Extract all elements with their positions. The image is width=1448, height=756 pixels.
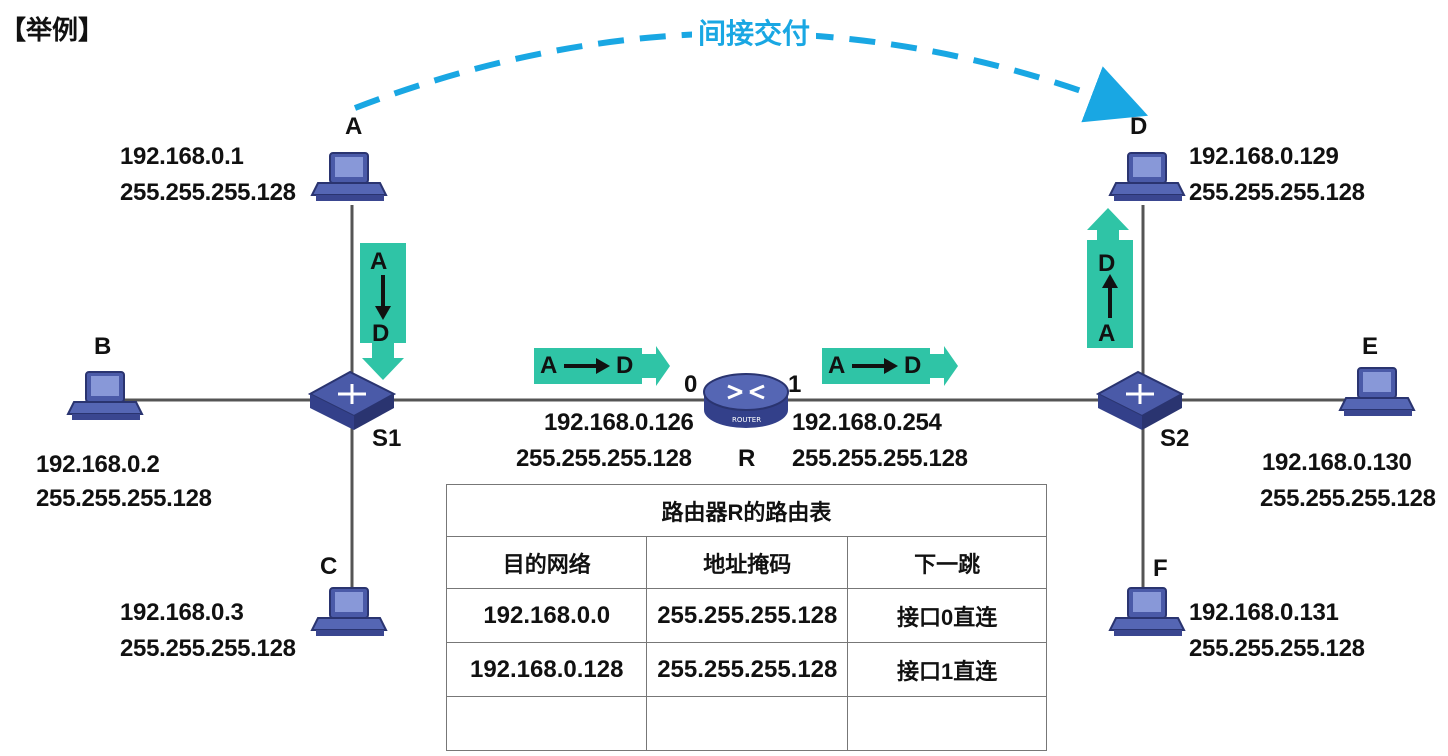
host-b-ip: 192.168.0.2 bbox=[36, 451, 160, 478]
switch-s1-name: S1 bbox=[372, 425, 402, 452]
host-b-name: B bbox=[94, 333, 112, 360]
table-cell-nexthop: 接口1直连 bbox=[847, 642, 1047, 697]
host-d-mask: 255.255.255.128 bbox=[1189, 179, 1365, 206]
packet-src-label-r1: A bbox=[828, 352, 846, 379]
routing-table-title: 路由器R的路由表 bbox=[446, 484, 1047, 537]
table-cell-nexthop: 接口0直连 bbox=[847, 588, 1047, 643]
routing-table-header-dest: 目的网络 bbox=[445, 536, 648, 589]
host-c-computer-icon bbox=[311, 587, 387, 637]
table-cell-dest: 192.168.0.0 bbox=[445, 588, 648, 643]
routing-table: 路由器R的路由表 目的网络 地址掩码 下一跳 192.168.0.0 255.2… bbox=[445, 484, 1047, 751]
host-f-computer-icon bbox=[1109, 587, 1185, 637]
table-cell-dest bbox=[445, 696, 648, 751]
packet-dst-label-s1: D bbox=[372, 320, 390, 347]
packet-arrow-s1-router bbox=[534, 346, 670, 386]
host-b-mask: 255.255.255.128 bbox=[36, 485, 212, 512]
router-iface0-mask: 255.255.255.128 bbox=[516, 445, 692, 472]
router-iface1-ip: 192.168.0.254 bbox=[792, 409, 942, 436]
host-e-mask: 255.255.255.128 bbox=[1260, 485, 1436, 512]
packet-src-label-s1: A bbox=[370, 248, 388, 275]
host-c-name: C bbox=[320, 553, 338, 580]
host-a-ip: 192.168.0.1 bbox=[120, 143, 244, 170]
table-cell-mask: 255.255.255.128 bbox=[646, 588, 849, 643]
router-name: R bbox=[738, 445, 756, 472]
host-b-computer-icon bbox=[67, 371, 143, 421]
links bbox=[118, 205, 1345, 595]
table-cell-dest: 192.168.0.128 bbox=[445, 642, 648, 697]
switch-s1-icon: SWITCH bbox=[307, 370, 397, 431]
host-d-ip: 192.168.0.129 bbox=[1189, 143, 1339, 170]
packet-arrow-a-s1 bbox=[360, 243, 406, 380]
table-row bbox=[445, 696, 1047, 751]
switch-s2-icon: SWITCH bbox=[1095, 370, 1185, 431]
host-a-mask: 255.255.255.128 bbox=[120, 179, 296, 206]
switch-s2-name: S2 bbox=[1160, 425, 1190, 452]
table-row: 192.168.0.128 255.255.255.128 接口1直连 bbox=[445, 642, 1047, 697]
host-e-computer-icon bbox=[1339, 367, 1415, 417]
packet-arrow-router-s2 bbox=[822, 346, 958, 386]
router-icon-text: ROUTER bbox=[732, 416, 761, 424]
host-a-computer-icon bbox=[311, 152, 387, 202]
packet-src-label-s2: A bbox=[1098, 320, 1116, 347]
packet-dst-label-r0: D bbox=[616, 352, 634, 379]
host-d-computer-icon bbox=[1109, 152, 1185, 202]
host-c-ip: 192.168.0.3 bbox=[120, 599, 244, 626]
packet-src-label-r0: A bbox=[540, 352, 558, 379]
router-iface1-label: 1 bbox=[788, 371, 802, 398]
table-cell-mask bbox=[646, 696, 849, 751]
host-f-ip: 192.168.0.131 bbox=[1189, 599, 1339, 626]
router-icon: ROUTER bbox=[703, 373, 789, 428]
host-a-name: A bbox=[345, 113, 363, 140]
router-iface1-mask: 255.255.255.128 bbox=[792, 445, 968, 472]
routing-table-header-mask: 地址掩码 bbox=[646, 536, 849, 589]
table-cell-mask: 255.255.255.128 bbox=[646, 642, 849, 697]
packet-dst-label-r1: D bbox=[904, 352, 922, 379]
router-iface0-label: 0 bbox=[684, 371, 698, 398]
table-cell-nexthop bbox=[847, 696, 1047, 751]
packet-dst-label-s2: D bbox=[1098, 250, 1116, 277]
host-f-mask: 255.255.255.128 bbox=[1189, 635, 1365, 662]
router-iface0-ip: 192.168.0.126 bbox=[544, 409, 694, 436]
example-heading: 【举例】 bbox=[0, 15, 105, 45]
table-row: 192.168.0.0 255.255.255.128 接口0直连 bbox=[445, 588, 1047, 643]
routing-table-header-nexthop: 下一跳 bbox=[847, 536, 1047, 589]
host-f-name: F bbox=[1153, 555, 1168, 582]
host-e-name: E bbox=[1362, 333, 1379, 360]
indirect-delivery-label: 间接交付 bbox=[692, 12, 817, 52]
host-c-mask: 255.255.255.128 bbox=[120, 635, 296, 662]
packet-arrow-s2-d bbox=[1087, 208, 1133, 348]
host-e-ip: 192.168.0.130 bbox=[1262, 449, 1412, 476]
host-d-name: D bbox=[1130, 113, 1148, 140]
